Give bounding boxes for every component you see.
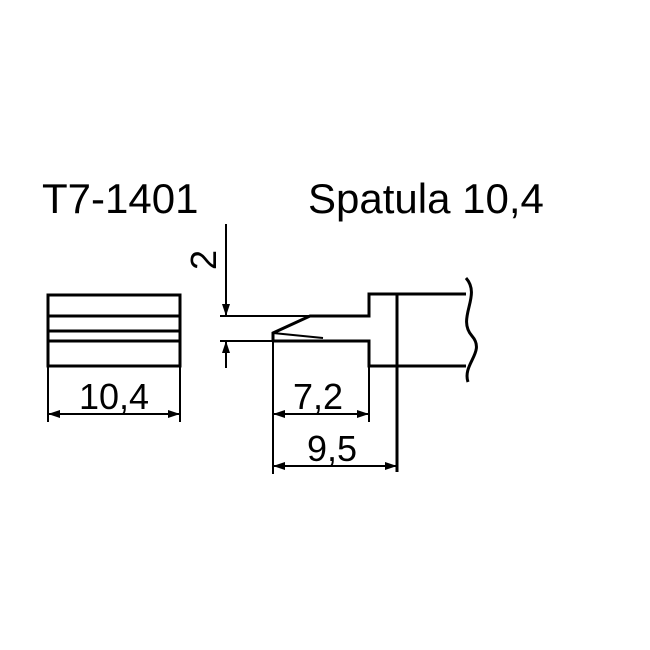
tip-length-value: 7,2 <box>293 376 343 417</box>
part-number: T7-1401 <box>42 175 198 222</box>
gap-arrow-bottom <box>222 341 230 353</box>
side-view-bevel-line <box>272 332 324 339</box>
side-view <box>271 277 478 472</box>
side-view-bottom-profile <box>273 339 466 368</box>
tip-length-arrow-right <box>357 410 369 418</box>
overall-length-value: 9,5 <box>307 428 357 469</box>
overall-length-dimension: 9,5 <box>273 428 397 470</box>
gap-arrow-top <box>222 304 230 316</box>
tip-length-dimension: 7,2 <box>272 341 370 474</box>
overall-length-arrow-left <box>273 462 285 470</box>
width-arrow-left <box>48 410 60 418</box>
tip-length-arrow-left <box>273 410 285 418</box>
front-view <box>46 293 182 368</box>
gap-dimension: 2 <box>183 224 310 368</box>
overall-length-arrow-right <box>385 462 397 470</box>
width-value: 10,4 <box>79 376 149 417</box>
width-arrow-right <box>168 410 180 418</box>
side-view-break-line <box>464 277 478 383</box>
gap-value: 2 <box>183 250 224 270</box>
tip-description: Spatula 10,4 <box>308 175 544 222</box>
width-dimension: 10,4 <box>47 366 181 422</box>
side-view-top-profile <box>271 292 466 341</box>
